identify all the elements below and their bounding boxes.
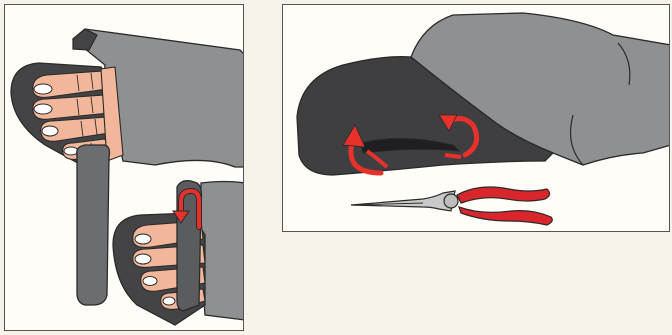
right-illustration-panel: [282, 4, 670, 232]
glove-tab-icon: [76, 144, 111, 306]
fold-arrow-icon: [172, 187, 202, 230]
rotate-arrow-icon: [342, 114, 480, 176]
glove-hand-icon: [10, 28, 243, 168]
left-illustration: [10, 28, 243, 326]
needle-nose-pliers-icon: [350, 186, 553, 226]
right-illustration: [296, 12, 669, 226]
glove-hand-folded-icon: [112, 179, 243, 326]
left-illustration-panel: [4, 4, 244, 331]
